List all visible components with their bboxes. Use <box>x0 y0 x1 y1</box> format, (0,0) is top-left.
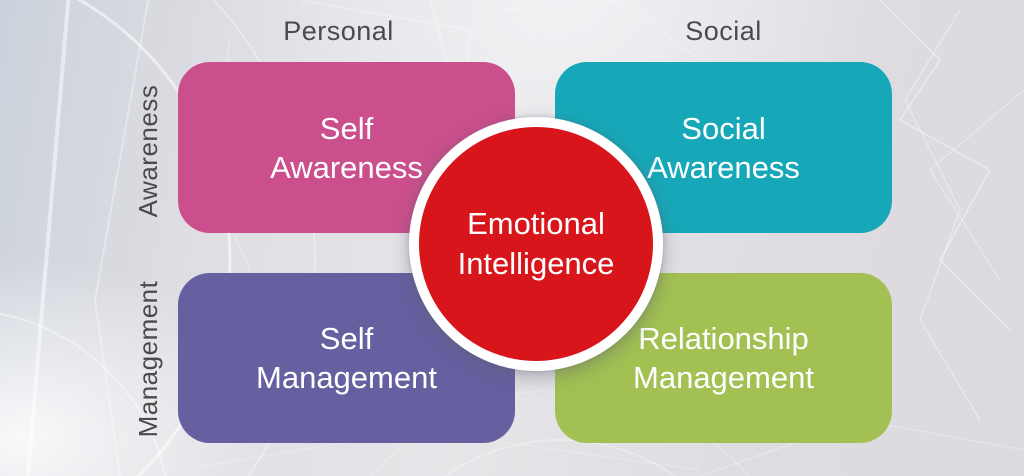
quadrant-label-line: Self <box>319 110 374 146</box>
center-circle-emotional-intelligence: Emotional Intelligence <box>409 117 663 371</box>
center-circle-label-line: Emotional <box>467 206 605 241</box>
quadrant-label-line: Management <box>256 360 437 395</box>
center-circle-label-line: Intelligence <box>457 246 615 281</box>
row-label-management: Management <box>133 280 163 438</box>
quadrant-label-line: Awareness <box>647 149 800 185</box>
quadrant-label-line: Social <box>681 110 766 146</box>
column-header-personal: Personal <box>283 16 394 46</box>
column-header-social: Social <box>685 16 762 46</box>
quadrant-label-line: Relationship <box>638 321 809 356</box>
quadrant-label-line: Management <box>633 360 814 395</box>
quadrant-label-line: Awareness <box>270 149 423 185</box>
quadrant-label-line: Self <box>319 321 374 356</box>
